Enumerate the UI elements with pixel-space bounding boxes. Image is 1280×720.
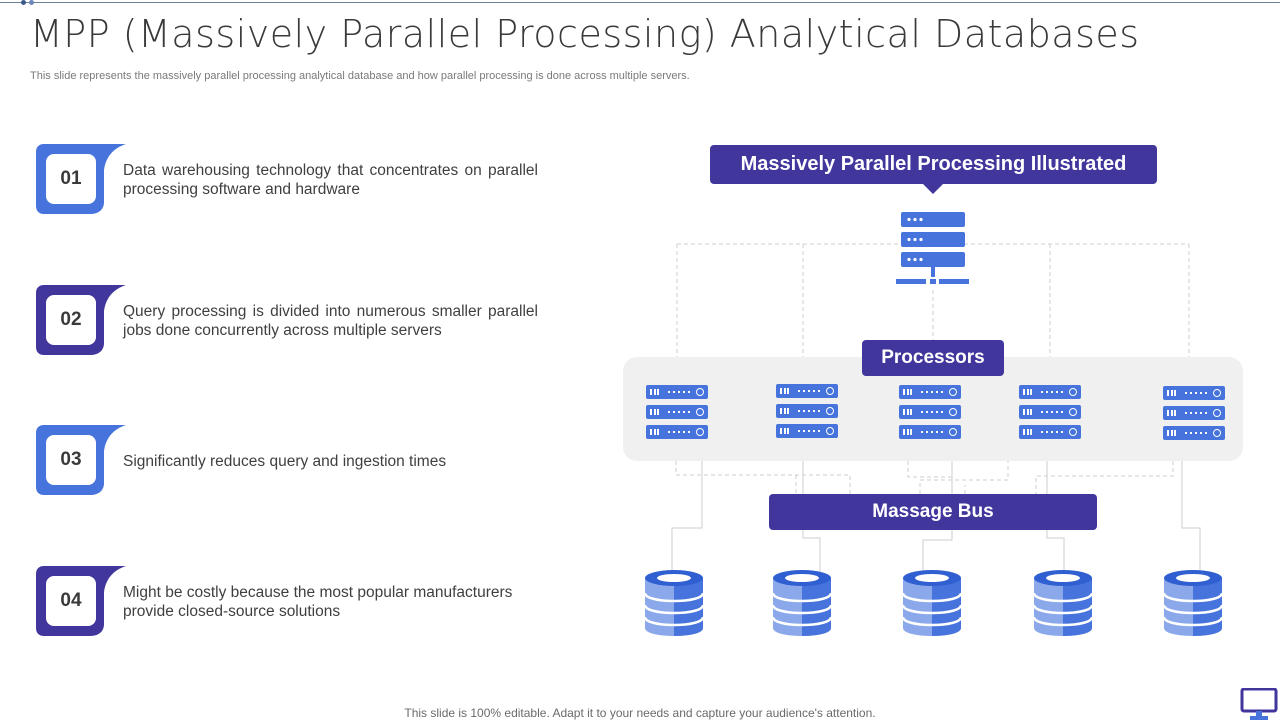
server-unit-icon [899,385,961,399]
point-text: Might be costly because the most popular… [123,584,513,620]
processor-rack [1019,385,1081,445]
server-unit-icon [1019,385,1081,399]
processors-label: Processors [862,340,1004,376]
server-unit-icon [899,405,961,419]
top-rule [0,2,1280,3]
number-badge: 04 [36,566,126,636]
processor-rack [646,385,708,445]
point-item: 04 Might be costly because the most popu… [36,566,556,636]
server-unit-icon [1163,406,1225,420]
mpp-diagram: Massively Parallel Processing Illustrate… [620,140,1260,650]
processor-rack [899,385,961,445]
number-badge: 03 [36,425,126,495]
server-unit-icon [1163,386,1225,400]
point-text: Data warehousing technology that concent… [123,162,538,198]
main-server-icon [896,212,969,284]
slide-title: MPP (Massively Parallel Processing) Anal… [30,12,1140,56]
processor-rack [776,384,838,444]
database-icon [903,570,961,636]
server-unit-icon [646,385,708,399]
server-unit-icon [899,425,961,439]
point-item: 03 Significantly reduces query and inges… [36,425,556,495]
server-unit-icon [1019,405,1081,419]
number-badge: 01 [36,144,126,214]
database-icon [773,570,831,636]
decor-dot [21,0,26,5]
badge-number: 01 [46,154,96,204]
number-badge: 02 [36,285,126,355]
database-icon [645,570,703,636]
diagram-header: Massively Parallel Processing Illustrate… [710,145,1157,184]
slide-subtitle: This slide represents the massively para… [30,70,690,82]
server-unit-icon [1163,426,1225,440]
point-text: Significantly reduces query and ingestio… [123,453,447,470]
monitor-icon [1240,688,1278,720]
server-unit-icon [646,405,708,419]
decor-dot [29,0,34,5]
point-item: 01 Data warehousing technology that conc… [36,144,556,214]
point-text: Query processing is divided into numerou… [123,303,538,339]
database-icon [1164,570,1222,636]
badge-number: 04 [46,576,96,626]
slide-footer: This slide is 100% editable. Adapt it to… [404,706,876,720]
server-unit-icon [776,404,838,418]
processor-rack [1163,386,1225,446]
header-pointer [923,184,943,194]
point-item: 02 Query processing is divided into nume… [36,285,556,355]
server-unit-icon [776,424,838,438]
message-bus-label: Massage Bus [769,494,1097,530]
badge-number: 03 [46,435,96,485]
server-unit-icon [646,425,708,439]
database-icon [1034,570,1092,636]
server-unit-icon [1019,425,1081,439]
server-unit-icon [776,384,838,398]
badge-number: 02 [46,295,96,345]
